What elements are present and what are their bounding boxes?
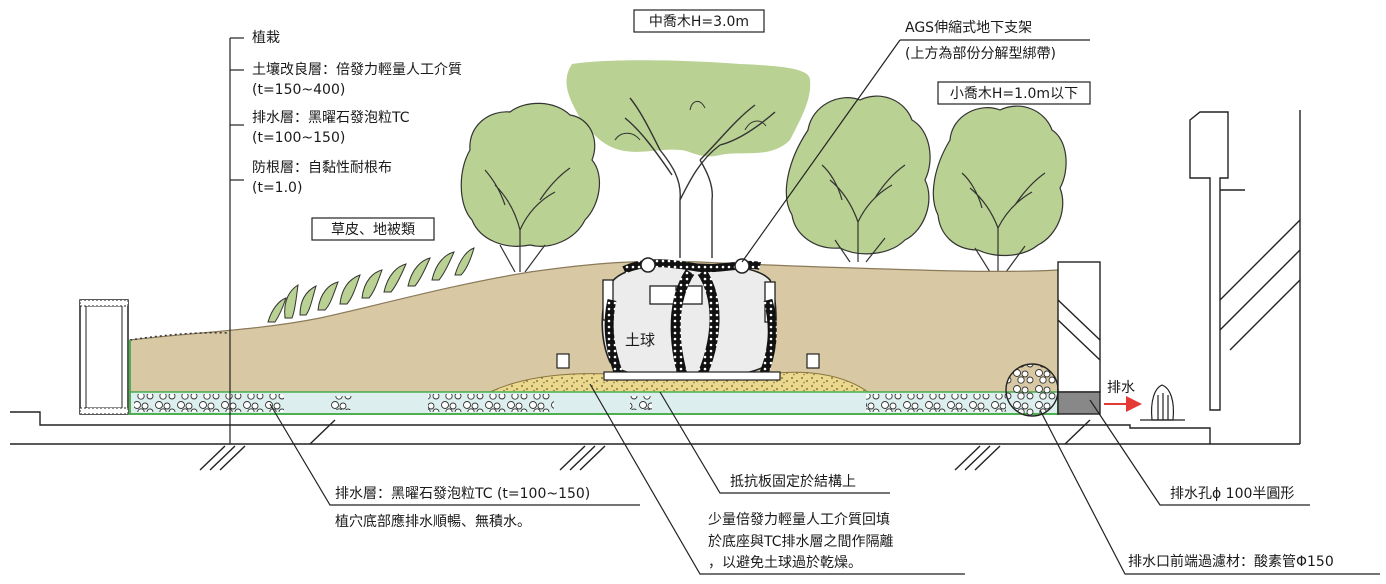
layer-root-barrier-thickness: (t=1.0) <box>252 180 302 196</box>
ags-label-line2: (上方為部份分解型綁帶) <box>905 46 1056 62</box>
structural-slab <box>10 411 1300 471</box>
drainage-note-line1: 排水層：黑曜石發泡粒TC (t=100~150) <box>335 486 590 502</box>
layer-root-barrier: 防根層：自黏性耐根布 <box>252 160 392 176</box>
small-tree-label: 小喬木H=1.0m以下 <box>950 86 1078 102</box>
anchor-board <box>603 371 781 381</box>
layer-soil-thickness: (t=150~400) <box>252 82 345 98</box>
layer-soil-improvement: 土壤改良層：倍發力輕量人工介質 <box>252 61 462 78</box>
backfill-note-line1: 少量倍發力輕量人工介質回填 <box>708 512 890 528</box>
center-small-tree <box>785 95 931 263</box>
grass-ground-cover <box>267 247 475 323</box>
bottom-leaders <box>269 383 1380 575</box>
drainage-pebbles <box>134 394 1006 412</box>
backfill-note-line2: 於底座與TC排水層之間作隔離 <box>708 533 894 550</box>
drainage-note-line2: 植穴底部應排水順暢、無積水。 <box>335 513 531 530</box>
anchor-board-label: 抵抗板固定於結構上 <box>730 474 856 490</box>
small-tree-label-box <box>937 81 1091 105</box>
grass-label: 草皮、地被類 <box>331 222 415 238</box>
drain-arrow-label: 排水 <box>1107 380 1135 396</box>
ags-label-line1: AGS伸縮式地下支架 <box>905 20 1032 36</box>
layer-list-leaders <box>229 37 244 444</box>
medium-tree <box>566 60 811 258</box>
layer-planting: 植栽 <box>252 30 280 46</box>
right-structure <box>1057 110 1301 444</box>
ags-leader <box>741 39 1090 263</box>
root-ball <box>556 257 820 383</box>
filter-label: 排水口前端過濾材：酸素管Φ150 <box>1128 553 1334 570</box>
grass-label-box <box>311 217 435 241</box>
drain-hole-label: 排水孔ϕ 100半圓形 <box>1170 486 1294 502</box>
medium-tree-label: 中喬木H=3.0m <box>649 14 749 30</box>
right-small-tree <box>932 105 1067 273</box>
soil-improvement-layer <box>129 260 1059 393</box>
oxygen-pipe-filter <box>1005 363 1059 417</box>
medium-tree-label-box <box>633 9 765 33</box>
backfill-note-line3: ，以避免土球過於乾燥。 <box>708 555 862 571</box>
drain-outlet-icon <box>1140 384 1185 421</box>
layer-drainage: 排水層：黑曜石發泡粒TC <box>252 110 410 126</box>
left-curb <box>79 299 129 415</box>
left-small-tree <box>460 102 600 273</box>
root-ball-label: 土球 <box>625 331 655 349</box>
layer-drainage-thickness: (t=100~150) <box>252 130 345 146</box>
